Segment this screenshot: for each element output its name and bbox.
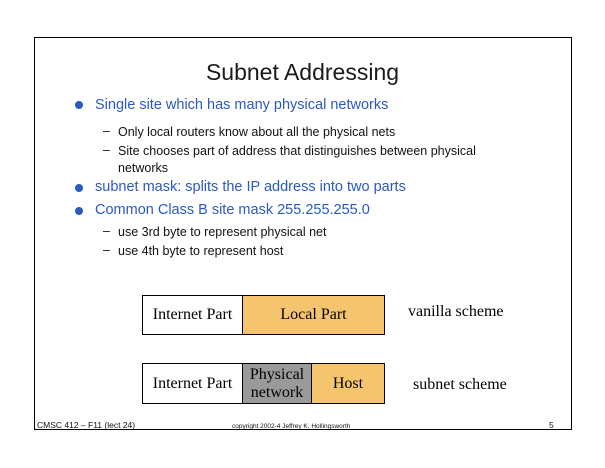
bullet-icon: [73, 182, 85, 194]
slide-frame: [34, 37, 572, 430]
dash-icon: –: [103, 143, 110, 157]
vanilla-local-part-box: Local Part: [242, 295, 385, 335]
bullet-text-2: subnet mask: splits the IP address into …: [95, 179, 406, 195]
vanilla-scheme-label: vanilla scheme: [408, 303, 504, 320]
sub-bullet-3-1: use 3rd byte to represent physical net: [118, 225, 327, 239]
dash-icon: –: [103, 124, 110, 138]
footer-copyright: copyright 2002-4 Jeffrey K. Hollingswort…: [232, 423, 351, 430]
vanilla-internet-part-box: Internet Part: [142, 295, 243, 335]
sub-bullet-1-1: Only local routers know about all the ph…: [118, 125, 396, 139]
slide-title: Subnet Addressing: [205, 59, 400, 85]
footer-course: CMSC 412 – F11 (lect 24): [37, 420, 136, 430]
subnet-physical-network-box: Physical network: [242, 363, 312, 404]
subnet-scheme-label: subnet scheme: [413, 376, 507, 393]
sub-bullet-3-2: use 4th byte to represent host: [118, 244, 284, 258]
bullet-icon: [73, 99, 85, 111]
footer-page-number: 5: [549, 420, 554, 430]
subnet-host-box: Host: [311, 363, 385, 404]
dash-icon: –: [103, 224, 110, 238]
bullet-text-1: Single site which has many physical netw…: [95, 97, 389, 113]
dash-icon: –: [103, 243, 110, 257]
bullet-text-3: Common Class B site mask 255.255.255.0: [95, 202, 370, 218]
subnet-internet-part-box: Internet Part: [142, 363, 243, 404]
bullet-icon: [73, 205, 85, 217]
sub-bullet-1-2: Site chooses part of address that distin…: [118, 144, 476, 175]
